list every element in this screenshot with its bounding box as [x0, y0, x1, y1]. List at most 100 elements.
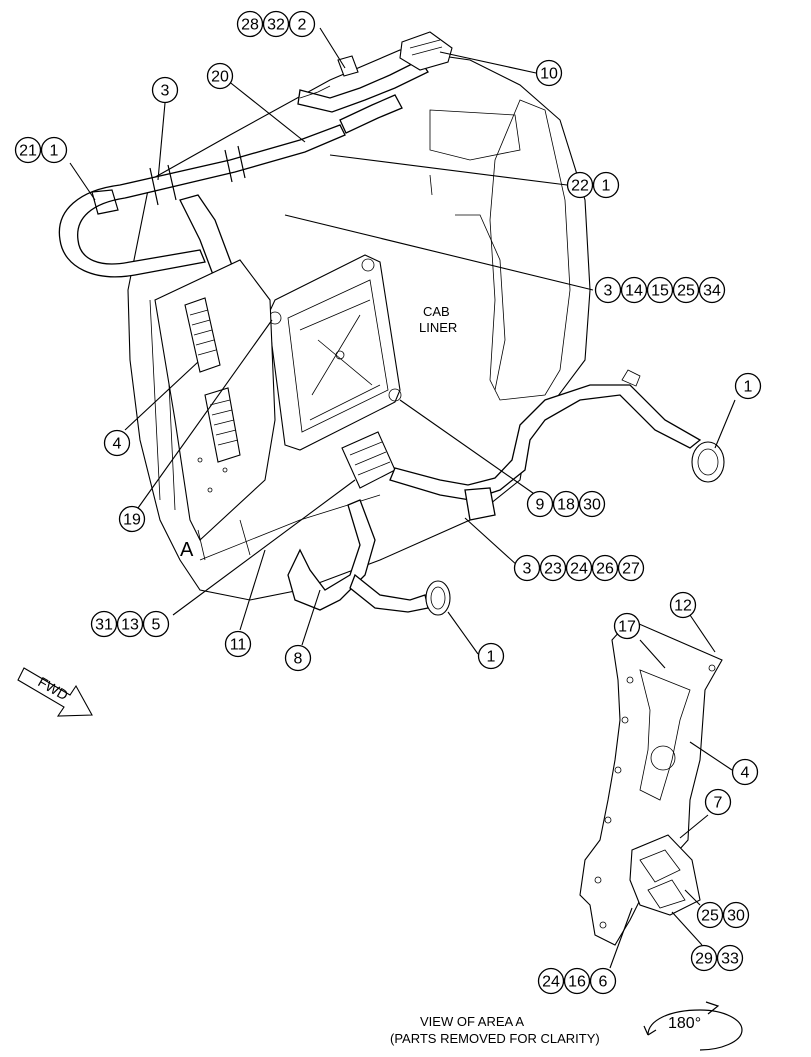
callout-number: 30	[727, 908, 745, 925]
callout-number: 3	[161, 83, 170, 100]
callout-number: 24	[570, 561, 588, 578]
connector-2	[299, 55, 359, 99]
callout-c23: 24 16 6	[537, 967, 617, 995]
callout-number: 1	[602, 178, 611, 195]
callout-bubble	[696, 901, 724, 929]
callout-number: 23	[544, 561, 562, 578]
callout-number: 6	[599, 974, 608, 991]
callout-bubble	[288, 10, 316, 38]
callout-bubble	[14, 136, 42, 164]
callout-bubble	[206, 62, 234, 90]
callout-bubble	[716, 944, 744, 972]
callout-c16: 1	[477, 642, 505, 670]
callout-number: 28	[241, 17, 259, 34]
callout-number: 15	[651, 283, 669, 300]
callout-number: 9	[536, 497, 545, 514]
callout-bubble	[617, 554, 645, 582]
callout-c14: 11	[224, 630, 252, 658]
callout-number: 27	[622, 561, 640, 578]
callout-bubble	[90, 610, 118, 638]
callout-number: 21	[19, 143, 37, 160]
cab-liner-label-line2: LINER	[419, 320, 457, 335]
callout-number: 4	[741, 765, 750, 782]
callout-number: 5	[152, 617, 161, 634]
callout-c2: 10	[535, 59, 563, 87]
callout-bubble	[535, 59, 563, 87]
callout-bubble	[118, 505, 146, 533]
connector-10	[399, 31, 453, 71]
callout-c12: 3 23 24 26 27	[513, 554, 645, 582]
callout-number: 32	[267, 17, 285, 34]
callout-bubble	[669, 591, 697, 619]
callout-number: 1	[487, 649, 496, 666]
callout-c1: 28 32 2	[236, 10, 316, 38]
callout-c9: 4	[103, 429, 131, 457]
callout-number: 11	[230, 637, 247, 654]
callout-number: 20	[211, 69, 229, 86]
callout-bubble	[224, 630, 252, 658]
callout-bubble	[552, 490, 580, 518]
callout-bubble	[704, 788, 732, 816]
callout-bubble	[236, 10, 264, 38]
callout-c4: 3	[151, 76, 179, 104]
callout-number: 3	[523, 561, 532, 578]
fwd-arrow: FWD	[17, 667, 93, 717]
callout-c17: 17	[613, 612, 641, 640]
callout-number: 13	[121, 617, 139, 634]
view-caption-line2: (PARTS REMOVED FOR CLARITY)	[390, 1031, 600, 1046]
area-a-outline	[197, 519, 251, 561]
connector-1-bottom	[425, 580, 451, 616]
callout-bubble	[539, 554, 567, 582]
callout-bubble	[103, 429, 131, 457]
callout-number: 16	[568, 974, 586, 991]
callout-bubble	[591, 554, 619, 582]
callout-number: 33	[721, 951, 739, 968]
callout-bubble	[734, 372, 762, 400]
callout-bubble	[594, 276, 622, 304]
callout-c20: 7	[704, 788, 732, 816]
callout-number: 4	[113, 436, 122, 453]
callout-number: 24	[542, 974, 560, 991]
callout-c21: 25 30	[696, 901, 750, 929]
callout-number: 25	[701, 908, 719, 925]
callout-bubble	[537, 967, 565, 995]
callout-bubble	[592, 171, 620, 199]
callout-number: 34	[703, 283, 721, 300]
callout-bubble	[690, 944, 718, 972]
callout-bubble	[589, 967, 617, 995]
callout-bubble	[565, 554, 593, 582]
callout-c13: 31 13 5	[90, 610, 170, 638]
callout-bubble	[672, 276, 700, 304]
callout-number: 18	[557, 497, 575, 514]
view-area-a-plate	[579, 619, 723, 946]
connector-1-right	[621, 369, 725, 483]
callout-bubble	[722, 901, 750, 929]
callout-number: 31	[95, 617, 113, 634]
lower-harness	[287, 384, 702, 613]
rotation-label: 180°	[668, 1015, 701, 1032]
callout-bubble	[578, 490, 606, 518]
callout-c15: 8	[284, 644, 312, 672]
callout-bubble	[526, 490, 554, 518]
callout-number: 2	[298, 17, 307, 34]
callout-number: 17	[618, 619, 636, 636]
callout-c3: 20	[206, 62, 234, 90]
callout-bubble	[116, 610, 144, 638]
callout-bubble	[646, 276, 674, 304]
control-module	[267, 254, 402, 451]
rotation-indicator: 180°	[643, 1001, 743, 1051]
callout-number: 26	[596, 561, 614, 578]
callout-number: 25	[677, 283, 695, 300]
callout-number: 8	[294, 651, 303, 668]
callout-bubble	[566, 171, 594, 199]
callout-bubble	[40, 136, 68, 164]
leader-lines	[69, 27, 736, 969]
callout-bubble	[477, 642, 505, 670]
